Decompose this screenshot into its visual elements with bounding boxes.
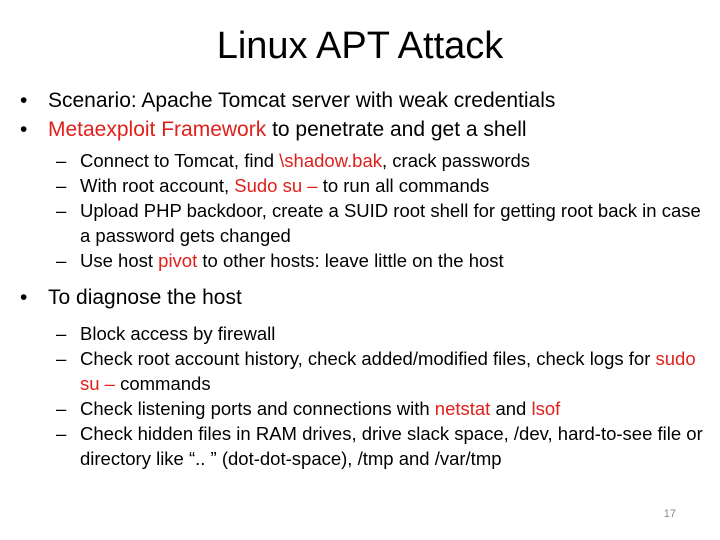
highlight-term: lsof (531, 398, 561, 419)
highlight-term: Sudo su – (234, 175, 318, 196)
item-text: Connect to Tomcat, find (80, 150, 280, 171)
item-text: , crack passwords (382, 150, 531, 171)
item-text: Check root account history, check added/… (80, 348, 656, 369)
scenario-subpoint-1: –Connect to Tomcat, find \shadow.bak, cr… (20, 148, 710, 173)
highlight-term: Metaexploit Framework (48, 118, 267, 141)
scenario-subpoint-3: –Upload PHP backdoor, create a SUID root… (20, 198, 710, 248)
bullet-mark: • (20, 118, 28, 141)
bullet-2: • Metaexploit Framework to penetrate and … (20, 115, 710, 144)
scenario-subpoint-2: –With root account, Sudo su – to run all… (20, 173, 710, 198)
item-text: to penetrate and get a shell (266, 118, 527, 141)
highlight-term: netstat (434, 398, 491, 419)
scenario-subpoint-4: –Use host pivot to other hosts: leave li… (20, 248, 710, 273)
item-text: Use host (80, 250, 159, 271)
dash-mark: – (56, 423, 67, 444)
dash-mark: – (56, 348, 67, 369)
bullet-diagnose: • To diagnose the host (20, 283, 710, 312)
slide-content: • Scenario: Apache Tomcat server with wea… (20, 86, 710, 471)
dash-mark: – (56, 250, 67, 271)
bullet-mark: • (20, 89, 28, 112)
dash-mark: – (56, 323, 67, 344)
item-text: to run all commands (317, 175, 490, 196)
item-text: Block access by firewall (80, 323, 276, 344)
page-number: 17 (663, 508, 676, 520)
item-text: and (490, 398, 532, 419)
highlight-term: sudo su – (80, 348, 696, 394)
diagnose-subpoint-3: –Check listening ports and connections w… (20, 396, 710, 421)
item-text: Upload PHP backdoor, create a SUID root … (80, 200, 701, 246)
bullet-diagnose-text: To diagnose the host (48, 286, 242, 309)
dash-mark: – (56, 200, 67, 221)
bullet-mark: • (20, 286, 28, 309)
dash-mark: – (56, 175, 67, 196)
slide-title: Linux APT Attack (216, 25, 504, 67)
top-bullets: • Scenario: Apache Tomcat server with wea… (20, 86, 710, 144)
dash-mark: – (56, 398, 67, 419)
item-text: With root account, (80, 175, 235, 196)
scenario-subpoints: –Connect to Tomcat, find \shadow.bak, cr… (20, 148, 710, 273)
item-text: to other hosts: leave little on the host (197, 250, 504, 271)
diagnose-subpoint-2: –Check root account history, check added… (20, 346, 710, 396)
bullet-1: • Scenario: Apache Tomcat server with wea… (20, 86, 710, 115)
item-text: commands (114, 373, 211, 394)
item-text: Check hidden files in RAM drives, drive … (80, 423, 703, 469)
dash-mark: – (56, 150, 67, 171)
highlight-term: pivot (158, 250, 198, 271)
diagnose-subpoint-1: –Block access by firewall (20, 321, 710, 346)
item-text: Scenario: Apache Tomcat server with weak… (48, 89, 556, 112)
highlight-term: \shadow.bak (279, 150, 383, 171)
item-text: Check listening ports and connections wi… (80, 398, 435, 419)
diagnose-subpoint-4: –Check hidden files in RAM drives, drive… (20, 421, 710, 471)
diagnose-subpoints: –Block access by firewall–Check root acc… (20, 321, 710, 471)
